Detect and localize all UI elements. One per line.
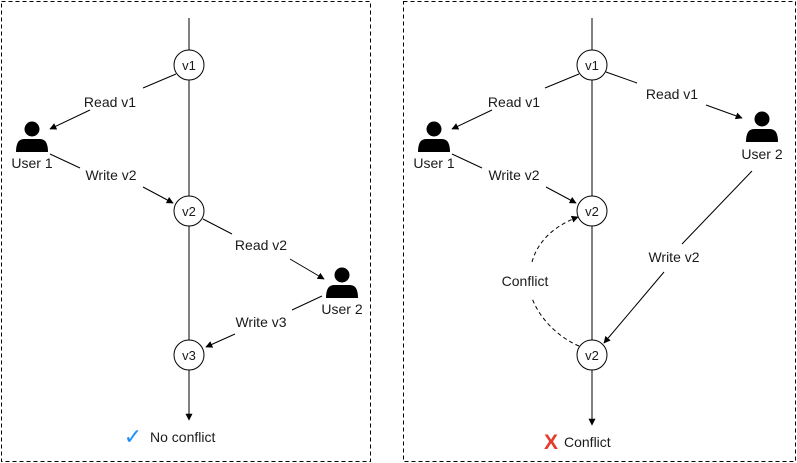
right-edge-write-v2-user1-label: Write v2 <box>488 167 539 183</box>
check-icon: ✓ <box>124 424 142 449</box>
left-user-1-label: User 1 <box>11 155 52 171</box>
right-node-v1: v1 <box>576 49 608 81</box>
left-panel: v1 v2 v3 User 1 User 2 <box>1 1 371 462</box>
user-icon <box>746 111 778 142</box>
right-status-text: Conflict <box>564 434 611 450</box>
x-mark-icon: X <box>544 431 558 454</box>
right-edge-read-v1-user1-label: Read v1 <box>488 94 540 110</box>
right-edge-read-v1-user1: Read v1 <box>451 73 580 130</box>
right-edge-conflict: Conflict <box>502 215 580 347</box>
right-node-v2-bottom-label: v2 <box>585 348 599 363</box>
right-user-2: User 2 <box>741 111 783 162</box>
right-edge-write-v2-user1: Write v2 <box>451 153 577 204</box>
right-panel: v1 v2 v2 User 1 User 2 <box>403 1 796 462</box>
left-edge-write-v3-label: Write v3 <box>235 314 286 330</box>
left-user-1: User 1 <box>11 121 53 171</box>
left-node-v3-label: v3 <box>182 348 196 363</box>
right-edge-conflict-label: Conflict <box>502 273 549 289</box>
left-user-2-label: User 2 <box>321 301 362 317</box>
user-icon <box>16 121 48 152</box>
right-user-1: User 1 <box>413 121 455 171</box>
right-user-1-label: User 1 <box>413 155 454 171</box>
right-status: X Conflict <box>544 431 611 454</box>
right-panel-border <box>403 1 796 462</box>
right-node-v1-label: v1 <box>585 58 599 73</box>
left-node-v1-label: v1 <box>182 58 196 73</box>
user-icon <box>326 267 358 298</box>
right-node-v2-top: v2 <box>576 195 608 227</box>
left-edge-read-v1-label: Read v1 <box>84 94 136 110</box>
right-edge-read-v1-user2: Read v1 <box>605 71 743 120</box>
right-node-v2-top-label: v2 <box>585 204 599 219</box>
left-edge-read-v2-label: Read v2 <box>235 237 287 253</box>
left-edge-write-v2: Write v2 <box>49 153 174 204</box>
right-edge-write-v2-user2: Write v2 <box>603 170 753 344</box>
right-node-v2-bottom: v2 <box>576 339 608 371</box>
right-edge-read-v1-user2-label: Read v1 <box>646 86 698 102</box>
user-icon <box>418 121 450 152</box>
left-edge-write-v2-label: Write v2 <box>85 167 136 183</box>
left-user-2: User 2 <box>321 267 363 317</box>
left-status-text: No conflict <box>150 429 215 445</box>
left-node-v2-label: v2 <box>182 204 196 219</box>
right-edge-write-v2-user2-label: Write v2 <box>648 249 699 265</box>
left-status: ✓ No conflict <box>124 424 216 449</box>
left-edge-read-v1: Read v1 <box>49 73 177 130</box>
right-user-2-label: User 2 <box>741 146 782 162</box>
left-node-v2: v2 <box>173 195 205 227</box>
left-panel-border <box>1 1 371 462</box>
left-node-v3: v3 <box>173 339 205 371</box>
left-node-v1: v1 <box>173 49 205 81</box>
left-edge-read-v2: Read v2 <box>202 218 325 280</box>
left-edge-write-v3: Write v3 <box>205 295 323 348</box>
